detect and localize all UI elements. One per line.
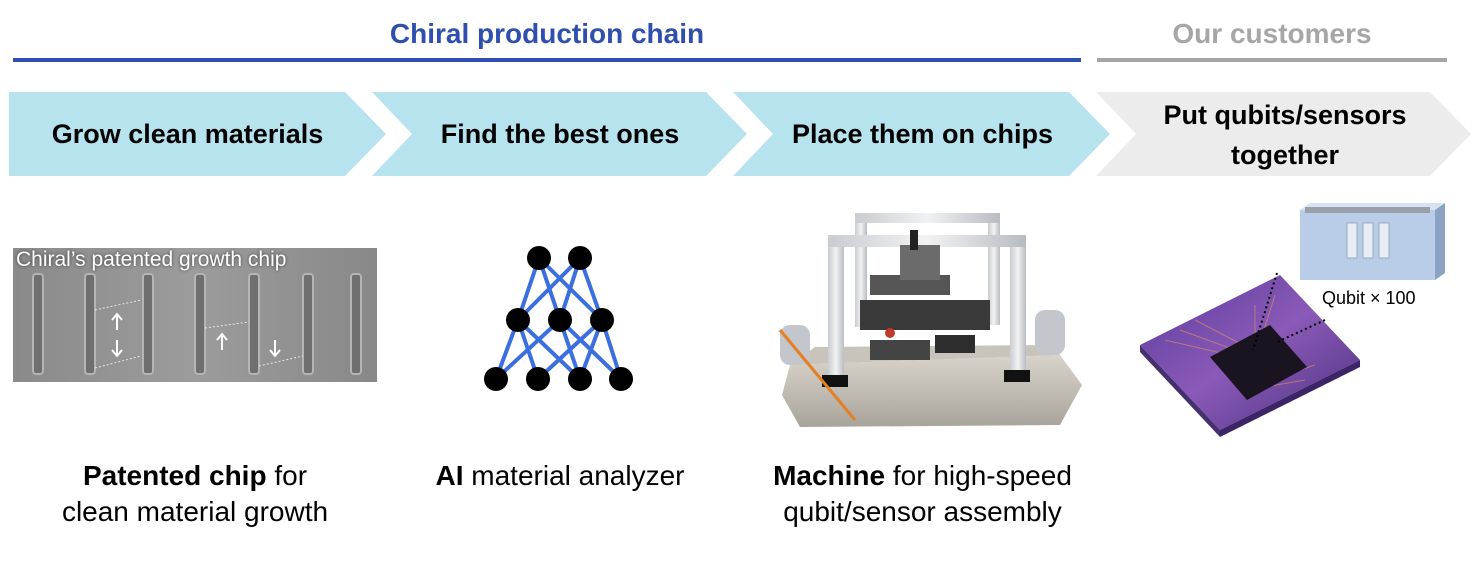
customers-title: Our customers: [1172, 18, 1372, 49]
caption-patented-chip: Patented chip for clean material growth: [0, 458, 390, 530]
step-assemble-line2: together: [1231, 140, 1339, 170]
step-place-label: Place them on chips: [791, 119, 1054, 149]
caption-machine-bold: Machine: [773, 460, 886, 491]
customers-underline: [1097, 58, 1447, 62]
caption-machine-line2: qubit/sensor assembly: [783, 496, 1062, 527]
down-arrow-icon: [111, 340, 123, 358]
up-arrow-icon: [216, 332, 228, 350]
neural-network-icon: [484, 246, 633, 391]
caption-patented-chip-rest: for: [266, 460, 308, 491]
chain-title: Chiral production chain: [389, 18, 705, 49]
step-grow-label: Grow clean materials: [51, 119, 324, 149]
chevron-grow: [9, 92, 386, 176]
caption-machine: Machine for high-speed qubit/sensor asse…: [745, 458, 1100, 530]
caption-patented-chip-bold: Patented chip: [82, 460, 267, 491]
step-find-label: Find the best ones: [440, 119, 680, 149]
step-assemble-label: Put qubits/sensors together: [1125, 94, 1445, 176]
caption-ai-analyzer: AI material analyzer: [390, 458, 730, 494]
chevron-place: [733, 92, 1110, 176]
qubit-chip-image: [1140, 203, 1445, 437]
step-assemble-line1: Put qubits/sensors: [1163, 100, 1407, 130]
chain-underline: [13, 58, 1081, 62]
assembly-machine-image: [778, 213, 1082, 427]
caption-patented-chip-line2: clean material growth: [61, 496, 329, 527]
caption-ai-bold: AI: [435, 460, 464, 491]
growth-chip-title: Chiral’s patented growth chip: [16, 248, 287, 271]
caption-ai-rest: material analyzer: [463, 460, 685, 491]
growth-chip-micrograph: [13, 248, 377, 382]
caption-machine-rest: for high-speed: [885, 460, 1072, 491]
chevron-assemble: [1096, 92, 1471, 176]
up-arrow-icon: [111, 312, 123, 330]
growth-chip-image: Chiral’s patented growth chip: [13, 248, 377, 382]
down-arrow-icon: [269, 340, 281, 358]
qubit-label: Qubit × 100: [1322, 288, 1416, 308]
chevron-find: [372, 92, 747, 176]
